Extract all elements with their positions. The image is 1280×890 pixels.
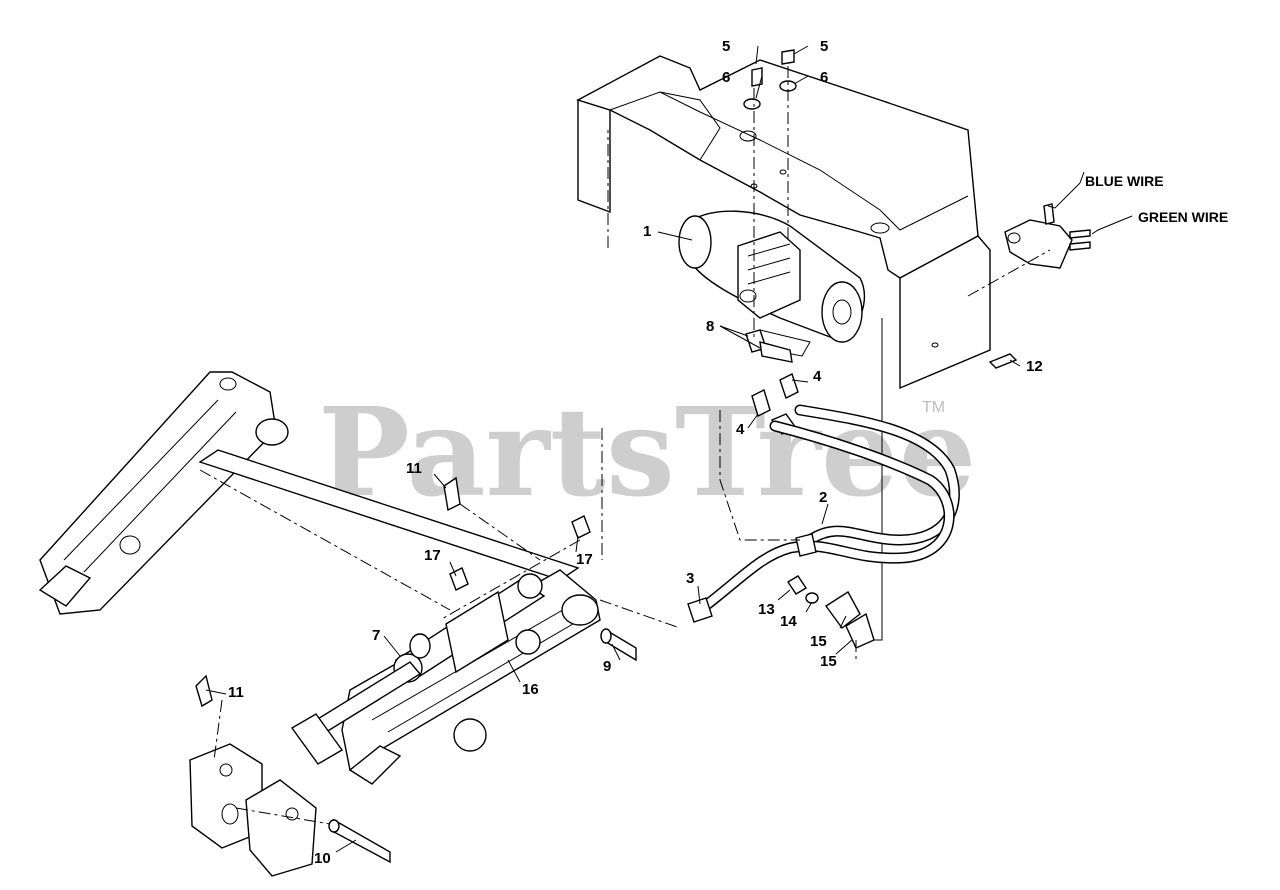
- bracket-plates: [189, 743, 317, 877]
- callout-13: 13: [758, 601, 775, 618]
- blue-wire-label: BLUE WIRE: [1085, 173, 1164, 189]
- watermark-trademark: TM: [922, 399, 945, 416]
- callout-7: 7: [372, 627, 380, 644]
- callout-8: 8: [706, 318, 714, 335]
- callout-6-right: 6: [820, 69, 828, 86]
- callout-labels: 1 2 3 4 4 5 5 6 6 7 8 9 10 11 11 12 13 1…: [228, 38, 1043, 867]
- callout-14: 14: [780, 613, 797, 630]
- callout-5-right: 5: [820, 38, 828, 55]
- callout-16: 16: [522, 681, 539, 698]
- callout-3: 3: [686, 570, 694, 587]
- callout-15-upper: 15: [810, 633, 827, 650]
- pins: [328, 628, 637, 864]
- callout-9: 9: [603, 658, 611, 675]
- green-wire-label: GREEN WIRE: [1138, 209, 1228, 225]
- mounting-bracket: [576, 55, 991, 641]
- wire-labels: BLUE WIRE GREEN WIRE: [1085, 173, 1228, 225]
- callout-2: 2: [819, 489, 827, 506]
- callout-15-lower: 15: [820, 653, 837, 670]
- callout-10: 10: [314, 850, 331, 867]
- hydraulic-cylinder: [290, 573, 546, 765]
- lift-arm-frame: [38, 371, 601, 785]
- callout-17-left: 17: [424, 547, 441, 564]
- callout-11-upper: 11: [406, 460, 422, 477]
- callout-17-right: 17: [576, 551, 593, 568]
- callout-6-left: 6: [722, 69, 730, 86]
- solenoid: [1004, 203, 1091, 269]
- callout-12: 12: [1026, 358, 1043, 375]
- hydraulic-hoses: [687, 404, 960, 623]
- leader-lines: [205, 45, 1133, 853]
- callout-1: 1: [643, 223, 651, 240]
- callout-5-left: 5: [722, 38, 730, 55]
- callout-11-lower: 11: [228, 684, 244, 701]
- assembly-lines: [199, 66, 1051, 825]
- callout-4-lower: 4: [736, 421, 745, 438]
- callout-4-upper: 4: [813, 368, 822, 385]
